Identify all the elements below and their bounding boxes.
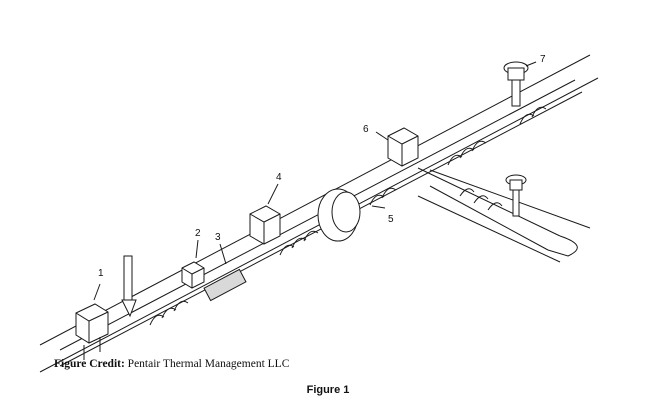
tee-kit-box xyxy=(249,205,281,245)
flange-inner xyxy=(331,191,361,233)
callout-5: 5 xyxy=(388,214,394,225)
callout-3: 3 xyxy=(215,232,221,243)
valve-branch xyxy=(505,174,527,217)
end-seal-box xyxy=(387,127,419,167)
branch-pipe-bottom xyxy=(429,185,549,251)
callout-1: 1 xyxy=(98,268,104,279)
callout-4: 4 xyxy=(276,172,282,183)
credit-label: Figure Credit: xyxy=(54,358,125,370)
callout-7: 7 xyxy=(540,54,546,65)
branch-pipe-top xyxy=(417,167,561,237)
callout-6: 6 xyxy=(363,124,369,135)
splice-box xyxy=(181,261,205,289)
callout-2: 2 xyxy=(195,228,201,239)
heat-trace-spirals xyxy=(149,106,547,326)
branch-insulation-bottom xyxy=(417,195,561,263)
branch-insulation-top xyxy=(429,169,591,229)
figure-credit: Figure Credit: Pentair Thermal Managemen… xyxy=(54,358,289,370)
figure-caption: Figure 1 xyxy=(306,384,350,396)
thermostat-bulb xyxy=(121,255,137,318)
credit-text: Pentair Thermal Management LLC xyxy=(127,358,290,370)
power-connection-box xyxy=(75,303,109,360)
branch-pipe-end xyxy=(547,235,578,257)
valve-top xyxy=(503,61,529,107)
callout-leaders xyxy=(93,61,537,301)
sensor-section xyxy=(203,268,247,302)
